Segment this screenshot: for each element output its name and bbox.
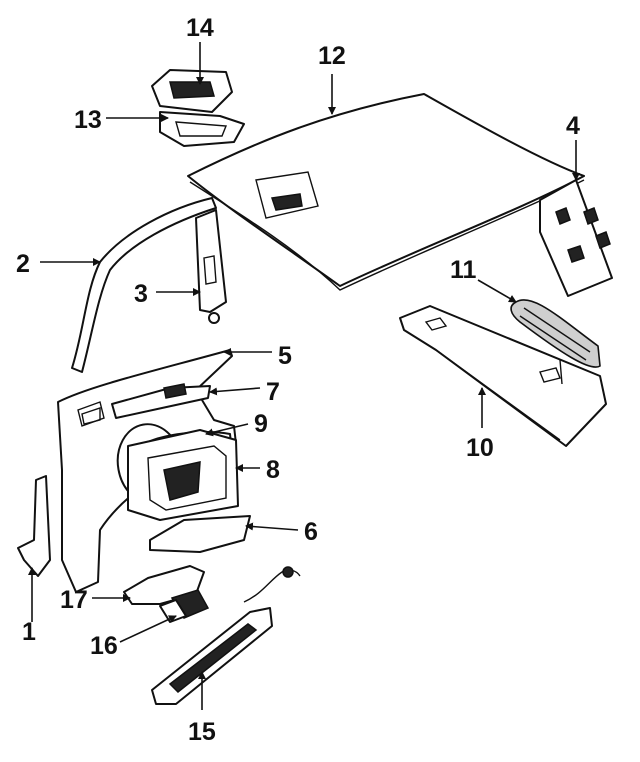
lower-pillar-trim-part <box>17 475 51 577</box>
callout-12: 12 <box>318 42 346 70</box>
callout-15: 15 <box>188 718 216 746</box>
dome-lamp-lens-part <box>151 69 233 113</box>
callout-2: 2 <box>16 250 30 278</box>
c-pillar-trim-part <box>539 179 613 297</box>
callout-9: 9 <box>254 410 268 438</box>
a-pillar-trim-part <box>71 197 217 373</box>
high-mount-stop-lamp-part <box>510 299 601 385</box>
pocket-tray-part <box>149 515 251 553</box>
dome-lamp-housing-part <box>159 111 245 147</box>
callout-16: 16 <box>90 632 118 660</box>
leader-lines <box>28 42 580 710</box>
callout-11: 11 <box>450 256 477 284</box>
callout-10: 10 <box>466 434 494 462</box>
callout-1: 1 <box>22 618 36 646</box>
callout-8: 8 <box>266 456 280 484</box>
b-pillar-trim-part <box>195 209 227 324</box>
lamp-socket-part <box>159 589 210 623</box>
callout-13: 13 <box>74 106 102 134</box>
callout-5: 5 <box>278 342 292 370</box>
callout-7: 7 <box>266 378 280 406</box>
callout-17: 17 <box>60 586 88 614</box>
courtesy-lamp-part <box>151 566 301 705</box>
package-tray-part <box>399 305 607 447</box>
headliner-part <box>187 93 585 291</box>
callout-14: 14 <box>186 14 214 42</box>
storage-pocket-part <box>127 429 239 521</box>
callout-4: 4 <box>566 112 580 140</box>
callout-labels: 1 2 3 4 5 6 7 8 9 10 11 12 13 14 15 16 1… <box>16 14 580 746</box>
callout-3: 3 <box>134 280 148 308</box>
callout-6: 6 <box>304 518 318 546</box>
armrest-part <box>111 383 211 419</box>
